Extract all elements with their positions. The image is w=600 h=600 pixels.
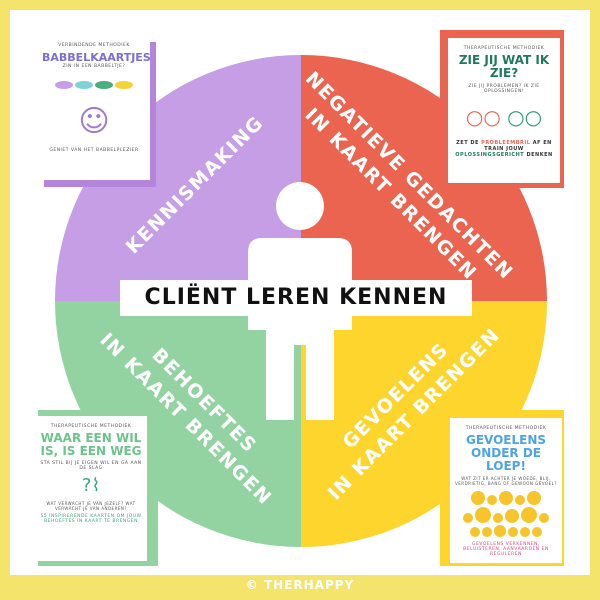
card-subtitle: THERAPEUTISCHE METHODIEK <box>463 46 545 51</box>
card-title: WAAR EEN WIL IS, IS EEN WEG <box>40 431 142 458</box>
card-footer: GEVOELENS VERKENNEN, BELUISTEREN, AANVAA… <box>463 542 549 557</box>
center-title: CLIËNT LEREN KENNEN <box>120 280 472 316</box>
card-tagline: WAT ZIT ER ACHTER JE WOEDE, BLIJ, VERDRI… <box>455 476 557 486</box>
card-question: WAT VERWACHT JE VAN JEZELF? WAT VERWACHT… <box>46 501 136 511</box>
card-title: BABBELKAARTJES <box>42 51 151 64</box>
card-gevoelens-onder-de-loep: THERAPEUTISCHE METHODIEK GEVOELENS ONDER… <box>450 418 562 563</box>
card-tagline: ZIE JIJ PROBLEMEN? IK ZIE OPLOSSINGEN! <box>468 84 540 94</box>
card-tagline: ZIN IN EEN BABBELTJE? <box>62 64 126 69</box>
path-icon: ?⌇ <box>81 475 101 496</box>
quadrant-circle <box>55 55 547 547</box>
card-waar-een-wil-is: THERAPEUTISCHE METHODIEK WAAR EEN WIL IS… <box>35 416 147 561</box>
card-footer: GENIET VAN HET BABBELPLEZIER <box>49 148 139 153</box>
card-tagline: STA STIL BIJ JE EIGEN WIL EN GA AAN DE S… <box>40 461 142 471</box>
card-title: GEVOELENS ONDER DE LOEP! <box>465 433 547 473</box>
card-subtitle: THERAPEUTISCHE METHODIEK <box>50 424 132 429</box>
glasses-icon: ○○ ○○ <box>465 105 543 129</box>
card-zie-jij-wat-ik-zie: THERAPEUTISCHE METHODIEK ZIE JIJ WAT IK … <box>448 38 560 183</box>
card-subtitle: THERAPEUTISCHE METHODIEK <box>465 426 547 431</box>
card-babbelkaartjes: VERBINDENDE METHODIEK BABBELKAARTJES ZIN… <box>38 35 151 180</box>
emoji-faces-icon <box>454 490 558 538</box>
card-footer: 55 INSPIRERENDE KAARTEN OM JOUW BEHOEFTE… <box>40 514 142 524</box>
card-subtitle: VERBINDENDE METHODIEK <box>58 43 130 48</box>
card-title: ZIE JIJ WAT IK ZIE? <box>458 53 550 80</box>
chat-people-icon: ☺ <box>78 104 110 139</box>
copyright-footer: © THERHAPPY <box>245 578 355 592</box>
